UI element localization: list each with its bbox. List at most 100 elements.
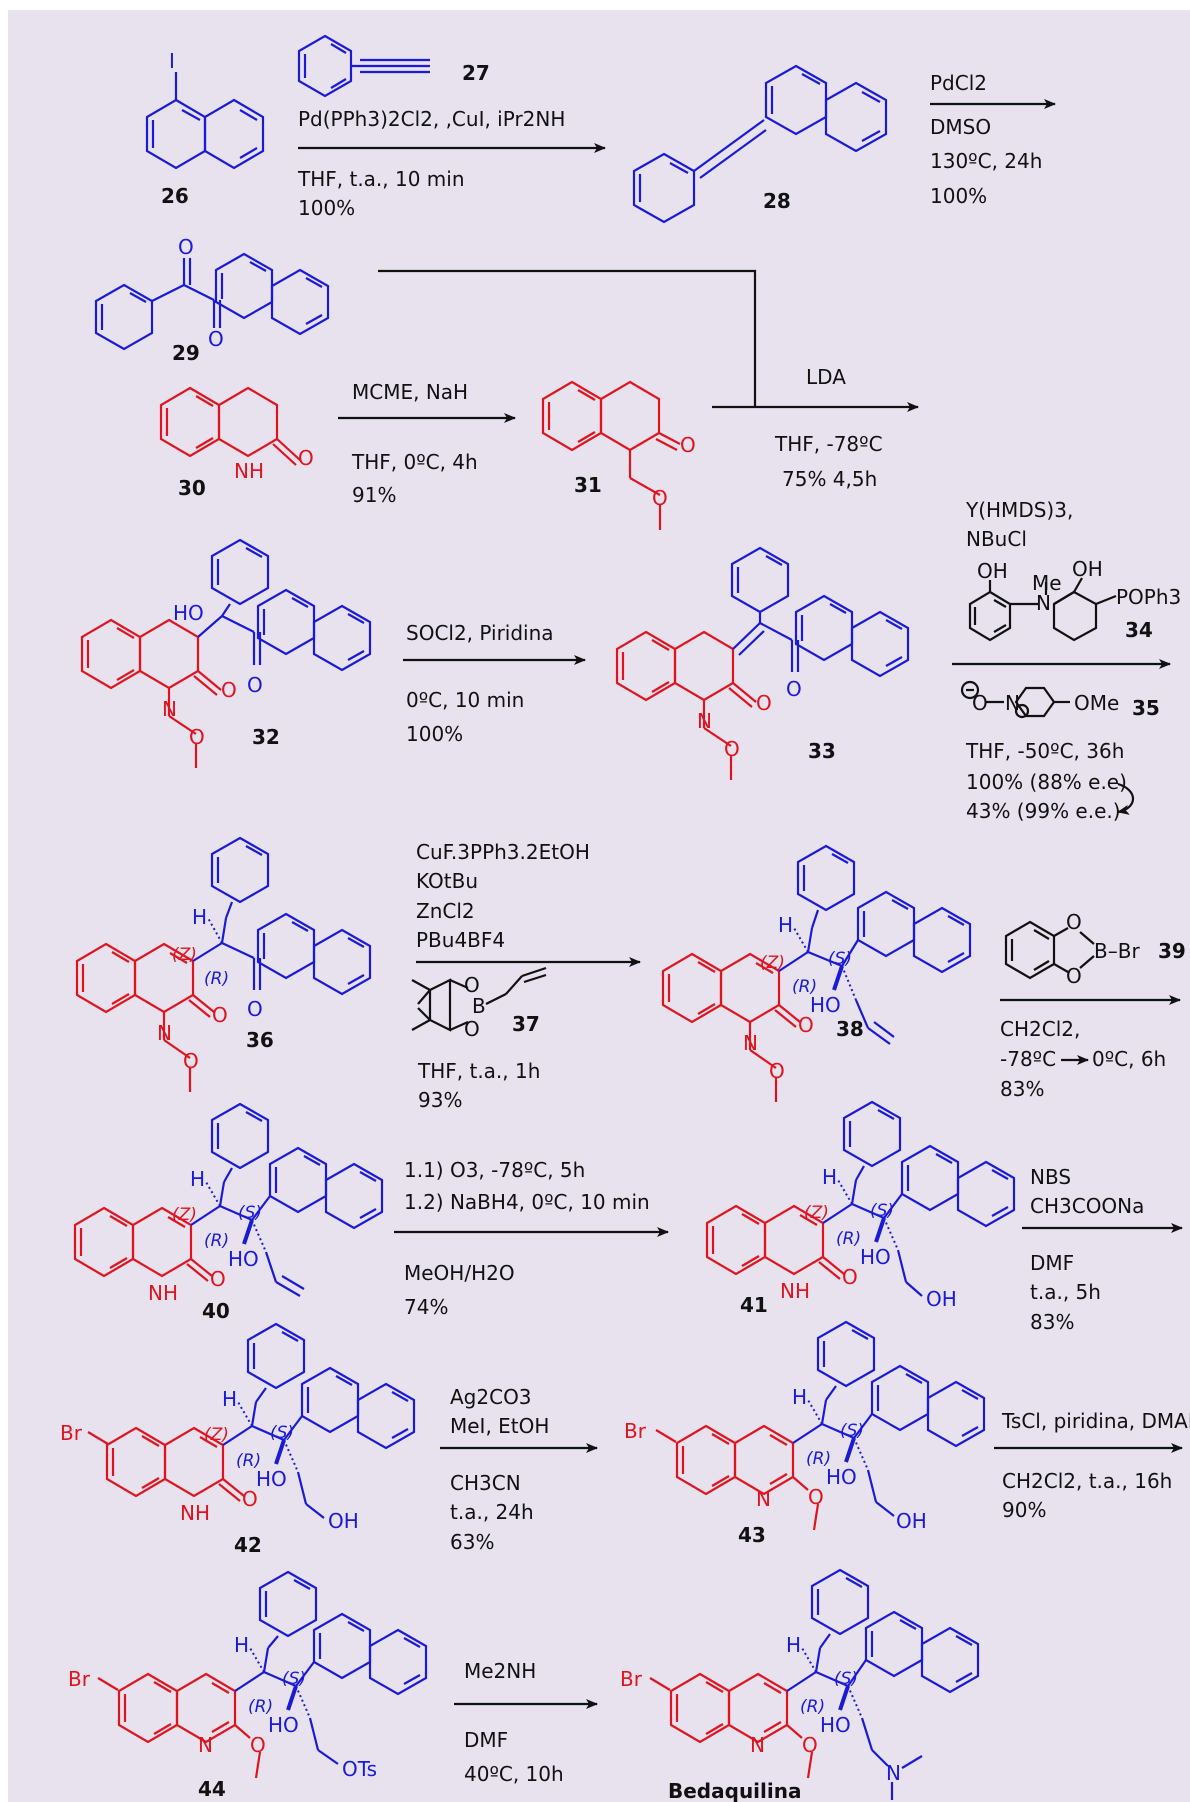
compound-36-z-descriptor: (Z) xyxy=(172,945,197,965)
step11-solvent: CH3CN xyxy=(450,1471,521,1495)
compound-36-nitrogen: N xyxy=(157,1021,172,1045)
step7-salt: PBu4BF4 xyxy=(416,928,505,952)
compound-38-lactam-oxygen: O xyxy=(798,1013,814,1037)
bedaquilina-label: Bedaquilina xyxy=(668,1779,801,1802)
compound-43-tertiary-hydroxyl: HO xyxy=(826,1465,857,1489)
compound-32-nitrogen: N xyxy=(162,697,177,721)
compound-41-z-descriptor: (Z) xyxy=(804,1203,829,1223)
compound-44-label: 44 xyxy=(198,1777,226,1801)
bedaquiline-bromine: Br xyxy=(620,1667,643,1691)
compound-42-stereo-hydrogen: H xyxy=(222,1387,237,1411)
catecholborane-oxygen-1: O xyxy=(1066,910,1082,934)
compound-39-label: 39 xyxy=(1158,939,1186,963)
compound-44-tosylate: OTs xyxy=(342,1757,377,1781)
step6-yield-first: 100% (88% e.e) xyxy=(966,770,1127,794)
lactam-nh: NH xyxy=(234,459,264,483)
compound-32-lactam-oxygen: O xyxy=(221,678,237,702)
step7-conditions: THF, t.a., 1h xyxy=(417,1059,540,1083)
catecholborane-boron-bromide: B–Br xyxy=(1094,939,1140,963)
catalyst-n-methyl: Me xyxy=(1032,571,1062,595)
step10-conditions: t.a., 5h xyxy=(1030,1280,1101,1304)
compound-34-label: 34 xyxy=(1125,618,1153,642)
step2-catalyst: PdCl2 xyxy=(930,71,987,95)
compound-43-stereo-hydrogen: H xyxy=(792,1385,807,1409)
catalyst-nitrogen: N xyxy=(1036,591,1051,615)
compound-38-nitrogen: N xyxy=(743,1031,758,1055)
n-oxide-oxygen: O xyxy=(972,691,988,715)
lactam-oxygen: O xyxy=(298,446,314,470)
compound-42-s-descriptor: (S) xyxy=(270,1423,294,1443)
compound-40-label: 40 xyxy=(202,1299,230,1323)
compound-28-structure xyxy=(632,64,888,224)
methoxy-group: OMe xyxy=(1074,691,1119,715)
compound-33-ether-oxygen: O xyxy=(724,737,740,761)
compound-41-structure xyxy=(705,1100,1016,1297)
compound-36-stereo-hydrogen: H xyxy=(192,905,207,929)
step8-end-temperature: 0ºC, 6h xyxy=(1092,1047,1166,1071)
step9-yield: 74% xyxy=(404,1295,448,1319)
compound-43-label: 43 xyxy=(738,1523,766,1547)
step6-conditions: THF, -50ºC, 36h xyxy=(965,739,1124,763)
step7-lewis-acid: ZnCl2 xyxy=(416,899,475,923)
compound-40-lactam-oxygen: O xyxy=(210,1267,226,1291)
compound-41-primary-hydroxyl: OH xyxy=(926,1287,957,1311)
step11-silver-salt: Ag2CO3 xyxy=(450,1385,532,1409)
bedaquiline-s-descriptor: (S) xyxy=(834,1669,858,1689)
compound-41-label: 41 xyxy=(740,1293,768,1317)
compound-36-structure xyxy=(75,836,372,1092)
bedaquiline-hydroxyl: HO xyxy=(820,1713,851,1737)
compound-41-stereo-hydrogen: H xyxy=(822,1165,837,1189)
step7-base: KOtBu xyxy=(416,869,478,893)
step13-conditions: 40ºC, 10h xyxy=(464,1762,564,1786)
compound-38-s-descriptor: (S) xyxy=(828,949,852,969)
n-oxide-nitrogen: N xyxy=(1005,691,1020,715)
compound-29-structure xyxy=(94,252,330,351)
step13-amine: Me2NH xyxy=(464,1659,536,1683)
compound-36-r-descriptor: (R) xyxy=(204,969,229,989)
compound-30-structure xyxy=(159,386,301,466)
step5-reagents: SOCl2, Piridina xyxy=(406,621,554,645)
bedaquiline-methoxy-oxygen: O xyxy=(802,1733,818,1757)
step10-solvent: DMF xyxy=(1030,1251,1074,1275)
compound-35-label: 35 xyxy=(1132,696,1160,720)
compound-26-label: 26 xyxy=(161,184,189,208)
step10-reagent: NBS xyxy=(1030,1165,1071,1189)
step13-solvent: DMF xyxy=(464,1728,508,1752)
pinacol-oxygen-1: O xyxy=(464,973,480,997)
compound-42-tertiary-hydroxyl: HO xyxy=(256,1467,287,1491)
compound-40-hydroxyl: HO xyxy=(228,1247,259,1271)
compound-31-structure xyxy=(541,380,681,530)
step9-reduction: 1.2) NaBH4, 0ºC, 10 min xyxy=(404,1190,650,1214)
compound-32-hydroxyl: HO xyxy=(173,601,204,625)
step7-catalyst: CuF.3PPh3.2EtOH xyxy=(416,840,590,864)
compound-40-r-descriptor: (R) xyxy=(204,1231,229,1251)
bedaquiline-dimethylamino-nitrogen: N xyxy=(886,1761,901,1785)
compound-42-primary-hydroxyl: OH xyxy=(328,1509,359,1533)
step2-yield: 100% xyxy=(930,184,987,208)
step9-solvent: MeOH/H2O xyxy=(404,1261,515,1285)
compound-41-r-descriptor: (R) xyxy=(836,1229,861,1249)
compound-38-stereo-hydrogen: H xyxy=(778,913,793,937)
compound-43-r-descriptor: (R) xyxy=(806,1449,831,1469)
step3-yield: 91% xyxy=(352,483,396,507)
compound-26-structure xyxy=(145,72,265,170)
compound-38-hydroxyl: HO xyxy=(810,993,841,1017)
compound-44-ring-nitrogen: N xyxy=(198,1733,213,1757)
compound-44-stereo-hydrogen: H xyxy=(234,1633,249,1657)
step12-conditions: CH2Cl2, t.a., 16h xyxy=(1002,1469,1172,1493)
step2-solvent: DMSO xyxy=(930,115,991,139)
compound-27-label: 27 xyxy=(462,61,490,85)
compound-38-r-descriptor: (R) xyxy=(792,977,817,997)
catalyst-alcohol-oh: OH xyxy=(1072,557,1103,581)
compound-34-structure xyxy=(968,577,1117,642)
compound-42-lactam-oxygen: O xyxy=(242,1487,258,1511)
step8-start-temperature: -78ºC xyxy=(1000,1047,1056,1071)
compound-44-structure xyxy=(97,1570,428,1779)
compound-31-label: 31 xyxy=(574,473,602,497)
compound-43-structure xyxy=(655,1320,986,1531)
compound-35-structure xyxy=(960,680,1070,719)
compound-36-ketone-oxygen: O xyxy=(247,997,263,1021)
step4-yield: 75% 4,5h xyxy=(782,467,877,491)
diketone-oxygen-1: O xyxy=(178,235,194,259)
compound-38-z-descriptor: (Z) xyxy=(760,953,785,973)
